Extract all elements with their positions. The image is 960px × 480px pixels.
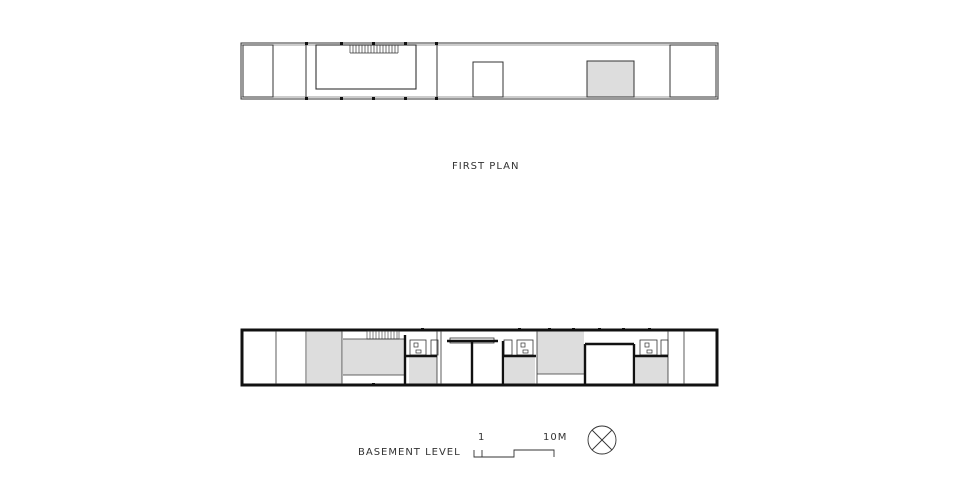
basement-fills (307, 331, 668, 384)
basement-fixtures (413, 342, 653, 354)
courtyard-frame (315, 44, 417, 90)
scale-min-label: 1 (478, 432, 486, 443)
first-plan-columns (305, 42, 438, 100)
skylight-filled (586, 60, 635, 98)
skylight-left (242, 44, 274, 98)
basement-plan (240, 328, 719, 387)
skylight-right (669, 44, 717, 98)
scale-bar (473, 449, 555, 458)
north-arrow-circle-icon (587, 425, 617, 455)
basement-stair (366, 330, 400, 340)
basement-columns (372, 328, 651, 386)
skylight-middle (472, 61, 504, 98)
basement-level-title: BASEMENT LEVEL (358, 447, 461, 458)
scale-max-label: 10M (543, 432, 568, 443)
first-plan-outline (240, 42, 719, 100)
upper-stair (349, 45, 399, 54)
basement-thick-walls (403, 335, 668, 385)
basement-outer-wall (240, 328, 719, 387)
first-plan-title: FIRST PLAN (452, 161, 520, 172)
first-plan (240, 42, 719, 100)
